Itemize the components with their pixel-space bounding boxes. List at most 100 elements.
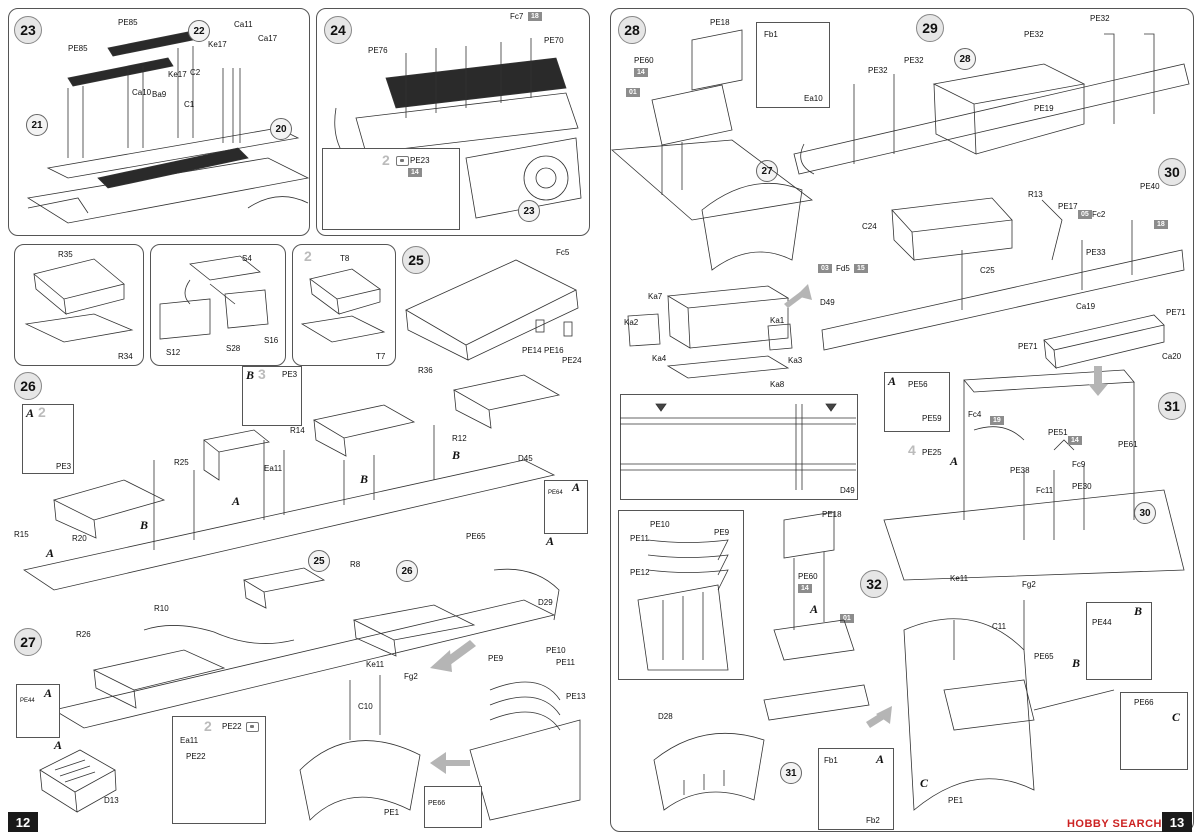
badge-19: 19 <box>990 416 1004 425</box>
detail-a-fb1-tag: A <box>876 752 885 766</box>
label-s4: S4 <box>242 254 252 263</box>
detail-pe22 <box>172 716 266 824</box>
hobby-search-logo: HOBBY SEARCH <box>1066 818 1162 830</box>
label-pe33: PE33 <box>1086 248 1106 257</box>
detail-a-pe64 <box>544 480 588 534</box>
label-pe10-b: PE10 <box>650 520 670 529</box>
label-s28: S28 <box>226 344 241 353</box>
qty-2-pe22: 2 <box>204 718 212 734</box>
label-ca11: Ca11 <box>234 20 253 29</box>
qty-2-step24: 2 <box>382 152 390 168</box>
tank-t8-drawing <box>300 268 386 343</box>
step-27-ref: 27 <box>756 160 778 182</box>
label-pe85-b: PE85 <box>68 44 88 53</box>
label-r36: R36 <box>418 366 433 375</box>
detail-a-pe44-tag: A <box>44 686 53 700</box>
label-ke11-b: Ke11 <box>950 574 969 583</box>
label-d29: D29 <box>538 598 553 607</box>
step-25-ref: 25 <box>308 550 330 572</box>
step-24-number: 24 <box>324 16 352 44</box>
detail-fb1-ea10 <box>756 22 830 108</box>
label-pe64: PE64 <box>548 490 563 496</box>
label-ke17-a: Ke17 <box>208 40 227 49</box>
label-r13: R13 <box>1028 190 1043 199</box>
step-27-fender-drawing <box>299 675 581 821</box>
label-c2: C2 <box>190 68 201 77</box>
label-pe44-a: PE44 <box>20 698 35 704</box>
step-26-number: 26 <box>14 372 42 400</box>
step-25-number: 25 <box>402 246 430 274</box>
step-24-inset <box>322 148 460 230</box>
badge-14-step28: 14 <box>634 68 648 77</box>
label-s16: S16 <box>264 336 279 345</box>
step-25-callout-r35 <box>14 244 144 366</box>
label-pe32-c: PE32 <box>904 56 924 65</box>
label-r15: R15 <box>14 530 29 539</box>
detail-a-fb1 <box>818 748 894 830</box>
badge-05: 05 <box>1078 210 1092 219</box>
step-32-drawing <box>903 600 1115 811</box>
label-d13: D13 <box>104 796 119 805</box>
marker-b-4: B <box>1072 656 1081 670</box>
label-fc11: Fc11 <box>1036 486 1054 495</box>
detail-b-pe44-tag: B <box>1134 604 1143 618</box>
badge-01-pe60: 01 <box>840 614 854 623</box>
label-fc4: Fc4 <box>968 410 982 419</box>
detail-a-pe56 <box>884 372 950 432</box>
label-pe9-b: PE9 <box>714 528 730 537</box>
label-pe71-b: PE71 <box>1018 342 1038 351</box>
label-pe40: PE40 <box>1140 182 1160 191</box>
ka-box-drawing <box>627 285 793 379</box>
photo-etch-icon <box>396 156 409 166</box>
label-pe19: PE19 <box>1034 104 1054 113</box>
label-pe51: PE51 <box>1048 428 1068 437</box>
label-fc9: Fc9 <box>1072 460 1086 469</box>
label-pe24: PE24 <box>562 356 582 365</box>
label-r12: R12 <box>452 434 467 443</box>
right-page-frame <box>610 8 1194 832</box>
label-ke11-a: Ke11 <box>366 660 385 669</box>
step-31-number: 31 <box>1158 392 1186 420</box>
label-fb1-b: Fb1 <box>824 756 838 765</box>
badge-15: 15 <box>854 264 868 273</box>
step-32-number: 32 <box>860 570 888 598</box>
step-31-subassembly-drawing <box>763 511 870 721</box>
label-pe18-a: PE18 <box>710 18 730 27</box>
label-ca17: Ca17 <box>258 34 278 43</box>
label-pe66-a: PE66 <box>428 800 446 807</box>
step-28-number: 28 <box>618 16 646 44</box>
label-pe32-a: PE32 <box>1090 14 1110 23</box>
label-d28: D28 <box>658 712 673 721</box>
label-ka7: Ka7 <box>648 292 663 301</box>
qty-4-pe25: 4 <box>908 442 916 458</box>
pe-handles-drawing <box>637 539 729 671</box>
label-fc5: Fc5 <box>556 248 570 257</box>
badge-03: 03 <box>818 264 832 273</box>
label-ca20: Ca20 <box>1162 352 1182 361</box>
label-c1: C1 <box>184 100 195 109</box>
detail-c-pe66 <box>1120 692 1188 770</box>
label-pe38: PE38 <box>1010 466 1030 475</box>
detail-b-pe44 <box>1086 602 1152 680</box>
label-pe11-b: PE11 <box>630 534 649 543</box>
label-pe23: PE23 <box>410 156 430 165</box>
step-25-callout-t8 <box>292 244 396 366</box>
label-pe44-b: PE44 <box>1092 618 1112 627</box>
page-number-right: 13 <box>1162 812 1192 832</box>
detail-d49-inset <box>620 394 858 500</box>
marker-a-4: A <box>54 738 63 752</box>
step-23-frame <box>8 8 310 236</box>
label-pe1-a: PE1 <box>384 808 400 817</box>
tank-r35-drawing <box>24 258 134 343</box>
step-20-ref: 20 <box>270 118 292 140</box>
label-pe65: PE65 <box>466 532 486 541</box>
gray-arrows-right <box>784 284 1108 728</box>
label-ka8: Ka8 <box>770 380 785 389</box>
label-ke17-b: Ke17 <box>168 70 187 79</box>
label-pe3-b: PE3 <box>282 370 298 379</box>
label-r26: R26 <box>76 630 91 639</box>
label-pe16: PE16 <box>544 346 564 355</box>
detail-a-pe44 <box>16 684 60 738</box>
detail-pe66 <box>424 786 482 828</box>
detail-a-pe56-tag: A <box>888 374 897 388</box>
